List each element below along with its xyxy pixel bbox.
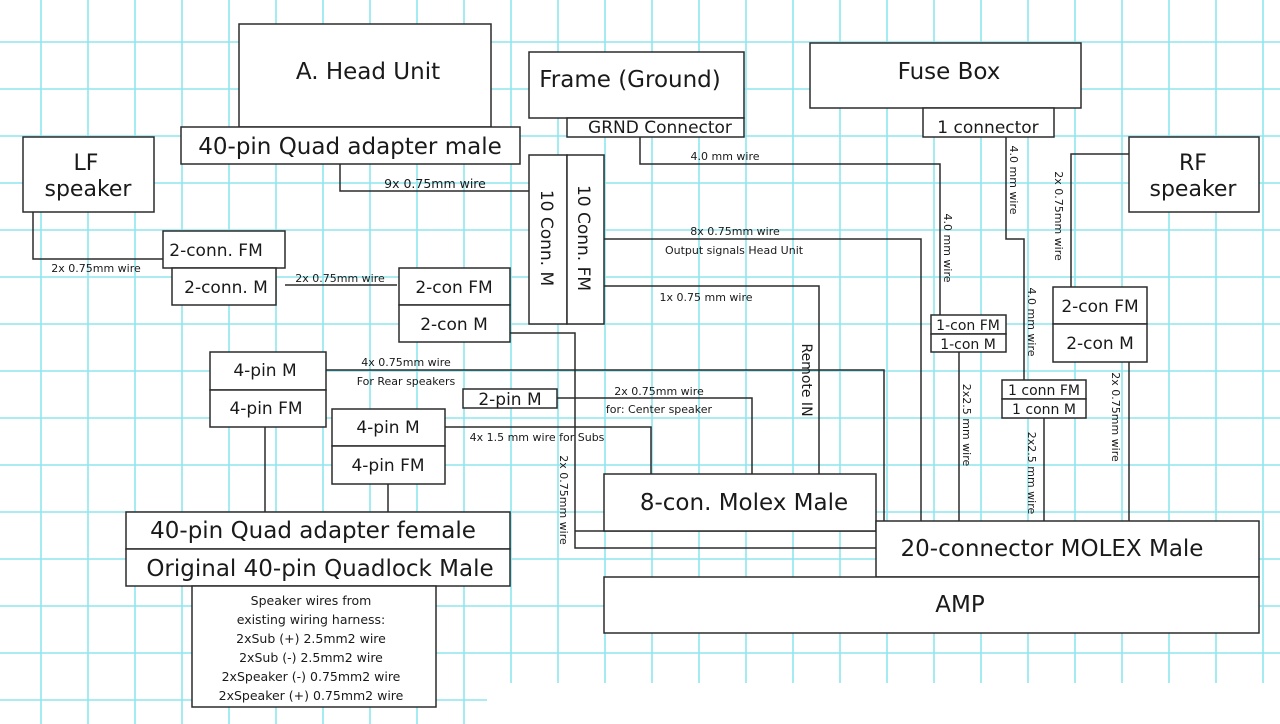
wire-output-signals	[604, 238, 922, 521]
fuse-connector-box[interactable]	[922, 107, 1055, 138]
frame-ground-box[interactable]	[528, 51, 745, 119]
rf-2con-fm-label: 2-con FM	[1061, 297, 1138, 317]
wire-label-center-count: 2x 0.75mm wire	[614, 385, 704, 398]
harness-note-line: 2xSpeaker (-) 0.75mm2 wire	[222, 669, 401, 684]
wire-label-rf-speaker: 2x 0.75mm wire	[1052, 171, 1065, 261]
harness-note-line: 2xSub (+) 2.5mm2 wire	[236, 631, 386, 646]
wire-label-remote-in: Remote IN	[798, 343, 814, 416]
subs-4pin-m-label: 4-pin M	[356, 418, 419, 438]
wire-ground	[639, 137, 941, 315]
conn-10-fm-box[interactable]	[566, 154, 605, 325]
wire-mid-to-amp	[510, 332, 876, 549]
molex-20-box[interactable]	[875, 520, 1260, 578]
rf-2con-m-label: 2-con M	[1066, 334, 1134, 354]
wire-label-remote: 1x 0.75 mm wire	[659, 291, 752, 304]
fuse-1conn-fm-label: 1 conn FM	[1008, 383, 1080, 399]
harness-note-line: Speaker wires from	[251, 593, 372, 608]
lf-2conn-fm-box[interactable]	[162, 230, 286, 269]
rf-speaker-label-2: speaker	[1150, 177, 1238, 202]
quad-adapter-female-label: 40-pin Quad adapter female	[150, 518, 476, 544]
head-unit-label: A. Head Unit	[296, 59, 440, 85]
wire-label-head-to-10conn: 9x 0.75mm wire	[384, 176, 486, 191]
wire-center	[557, 397, 753, 474]
wire-fuse	[1005, 137, 1025, 380]
original-quadlock-label: Original 40-pin Quadlock Male	[146, 556, 493, 582]
wire-label-rear-count: 4x 0.75mm wire	[361, 356, 451, 369]
mid-2con-fm-box[interactable]	[398, 267, 511, 306]
frame-ground-label: Frame (Ground)	[539, 67, 721, 93]
wire-head-to-10conn	[339, 164, 529, 192]
mid-2con-fm-label: 2-con FM	[415, 278, 492, 298]
amp-label: AMP	[935, 592, 985, 618]
fuse-1conn-m-box[interactable]	[1001, 398, 1087, 419]
rear-4pin-fm-box[interactable]	[209, 389, 327, 428]
wire-label-ground-to-amp: 2x2.5 mm wire	[960, 384, 973, 467]
fuse-box-label: Fuse Box	[898, 59, 1001, 85]
center-2pin-m-label: 2-pin M	[478, 390, 541, 410]
lf-speaker-box[interactable]	[22, 136, 155, 213]
wire-label-ground: 4.0 mm wire	[690, 150, 759, 163]
wire-label-output-count: 8x 0.75mm wire	[690, 225, 780, 238]
wire-remote	[604, 285, 820, 474]
lf-speaker-label-2: speaker	[45, 177, 133, 202]
molex-8-box[interactable]	[603, 473, 877, 532]
harness-note-box	[191, 585, 437, 708]
subs-4pin-fm-label: 4-pin FM	[351, 456, 424, 476]
wire-label-rear-desc: For Rear speakers	[357, 375, 456, 388]
wire-label-center-desc: for: Center speaker	[606, 403, 713, 416]
rf-2con-m-box[interactable]	[1052, 323, 1148, 363]
quad-adapter-female-box[interactable]	[125, 511, 511, 550]
wire-label-rf-to-amp: 2x 0.75mm wire	[1109, 372, 1122, 462]
rear-4pin-m-label: 4-pin M	[233, 361, 296, 381]
conn-10-fm-label: 10 Conn. FM	[573, 185, 593, 291]
head-unit-box[interactable]	[238, 23, 492, 128]
lf-2conn-m-box[interactable]	[171, 267, 277, 306]
wire-label-fuse-lower: 4.0 mm wire	[1025, 287, 1038, 356]
ground-1con-m-box[interactable]	[930, 333, 1007, 353]
lf-2conn-fm-label: 2-conn. FM	[169, 241, 263, 261]
wire-rf-speaker	[1070, 153, 1129, 287]
wire-lf-speaker	[32, 212, 163, 260]
amp-box[interactable]	[603, 576, 1260, 634]
conn-10-m-label: 10 Conn. M	[536, 190, 556, 286]
wire-label-subs: 4x 1.5 mm wire for Subs	[470, 431, 605, 444]
ground-1con-fm-label: 1-con FM	[936, 318, 1000, 334]
wire-label-lf-speaker: 2x 0.75mm wire	[51, 262, 141, 275]
grnd-connector-box[interactable]	[566, 117, 745, 138]
wire-label-mid-to-amp: 2x 0.75mm wire	[557, 455, 570, 545]
grnd-connector-label: GRND Connector	[588, 118, 732, 138]
molex-8-label: 8-con. Molex Male	[640, 490, 848, 516]
center-2pin-m-box[interactable]	[462, 388, 558, 409]
fuse-box[interactable]	[809, 42, 1082, 109]
harness-note-line: 2xSpeaker (+) 0.75mm2 wire	[219, 688, 404, 703]
molex-20-label: 20-connector MOLEX Male	[901, 536, 1204, 562]
rf-speaker-label-1: RF	[1179, 151, 1207, 176]
fuse-1conn-m-label: 1 conn M	[1012, 402, 1076, 418]
subs-4pin-m-box[interactable]	[331, 408, 446, 447]
wire-label-fuse-to-amp: 2x2.5 mm wire	[1025, 432, 1038, 515]
subs-4pin-fm-box[interactable]	[331, 445, 446, 485]
wire-subs	[445, 426, 652, 474]
rear-4pin-fm-label: 4-pin FM	[229, 399, 302, 419]
harness-note-line: 2xSub (-) 2.5mm2 wire	[239, 650, 383, 665]
rf-speaker-box[interactable]	[1128, 136, 1260, 213]
wire-label-lf-to-mid: 2x 0.75mm wire	[295, 272, 385, 285]
conn-10-m-box[interactable]	[528, 154, 568, 325]
wire-label-fuse-upper: 4.0 mm wire	[1007, 145, 1020, 214]
quad-adapter-male-box[interactable]	[180, 126, 521, 165]
original-quadlock-box[interactable]	[125, 548, 511, 587]
mid-2con-m-label: 2-con M	[420, 315, 488, 335]
mid-2con-m-box[interactable]	[398, 304, 511, 343]
fuse-connector-label: 1 connector	[937, 118, 1038, 138]
harness-note: Speaker wires from existing wiring harnes…	[219, 593, 404, 703]
lf-2conn-m-label: 2-conn. M	[184, 278, 268, 298]
lf-speaker-label-1: LF	[74, 151, 99, 176]
wire-label-ground-vertical: 4.0 mm wire	[941, 213, 954, 282]
quad-adapter-male-label: 40-pin Quad adapter male	[198, 134, 502, 160]
ground-1con-m-label: 1-con M	[940, 337, 996, 353]
wire-label-output-desc: Output signals Head Unit	[665, 244, 804, 257]
wire-rear	[326, 369, 885, 521]
harness-note-line: existing wiring harness:	[237, 612, 386, 627]
